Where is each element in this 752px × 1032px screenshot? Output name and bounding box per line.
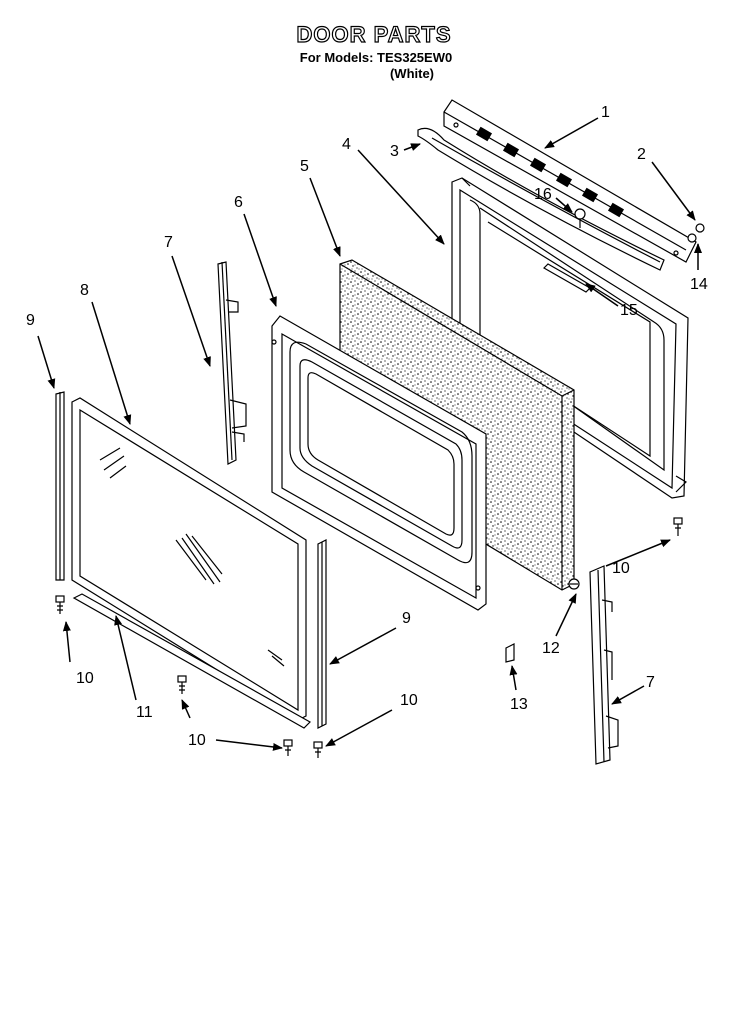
part-3-trim-strip bbox=[417, 127, 665, 271]
callout-10-a: 10 bbox=[76, 670, 94, 687]
callout-9-right: 9 bbox=[402, 610, 411, 627]
screw-12 bbox=[568, 578, 580, 590]
callout-6: 6 bbox=[234, 194, 243, 211]
part-13-clip bbox=[505, 643, 515, 663]
callout-13: 13 bbox=[510, 696, 528, 713]
part-8-door-glass bbox=[71, 397, 307, 721]
callout-10-b: 10 bbox=[188, 732, 206, 749]
part-11-bottom-trim bbox=[72, 593, 311, 729]
callout-4: 4 bbox=[342, 136, 351, 153]
models-line: For Models: TES325EW0 bbox=[299, 50, 453, 65]
screw-10-b bbox=[177, 675, 187, 694]
part-6-inner-panel bbox=[271, 315, 487, 611]
callout-11: 11 bbox=[136, 704, 153, 721]
part-9-side-trim-left bbox=[55, 391, 65, 581]
callout-15: 15 bbox=[620, 302, 638, 319]
screw-10-c bbox=[283, 739, 293, 756]
diagram-title: DOOR PARTS bbox=[296, 21, 452, 47]
callout-1: 1 bbox=[601, 104, 610, 121]
callout-7-right: 7 bbox=[646, 674, 655, 691]
part-1-vent-trim bbox=[443, 99, 697, 263]
leader-lines bbox=[37, 117, 702, 751]
screw-10-a bbox=[55, 595, 65, 614]
screw-10-e bbox=[673, 517, 683, 536]
part-7-hinge-left bbox=[217, 261, 247, 465]
callout-8: 8 bbox=[80, 282, 89, 299]
callout-16: 16 bbox=[534, 186, 552, 203]
callout-3: 3 bbox=[390, 143, 399, 160]
callout-10-d: 10 bbox=[612, 560, 630, 577]
screw-16 bbox=[574, 208, 586, 228]
color-line: (White) bbox=[389, 66, 435, 81]
callout-9-left: 9 bbox=[26, 312, 35, 329]
callout-10-c: 10 bbox=[400, 692, 418, 709]
screw-14 bbox=[687, 223, 705, 243]
callout-2: 2 bbox=[637, 146, 646, 163]
part-9-side-trim-right bbox=[317, 539, 327, 729]
callout-12: 12 bbox=[542, 640, 560, 657]
callout-14: 14 bbox=[690, 276, 708, 293]
part-7-hinge-right bbox=[589, 565, 619, 765]
callout-7-left: 7 bbox=[164, 234, 173, 251]
callout-5: 5 bbox=[300, 158, 309, 175]
screw-10-d bbox=[313, 741, 323, 758]
